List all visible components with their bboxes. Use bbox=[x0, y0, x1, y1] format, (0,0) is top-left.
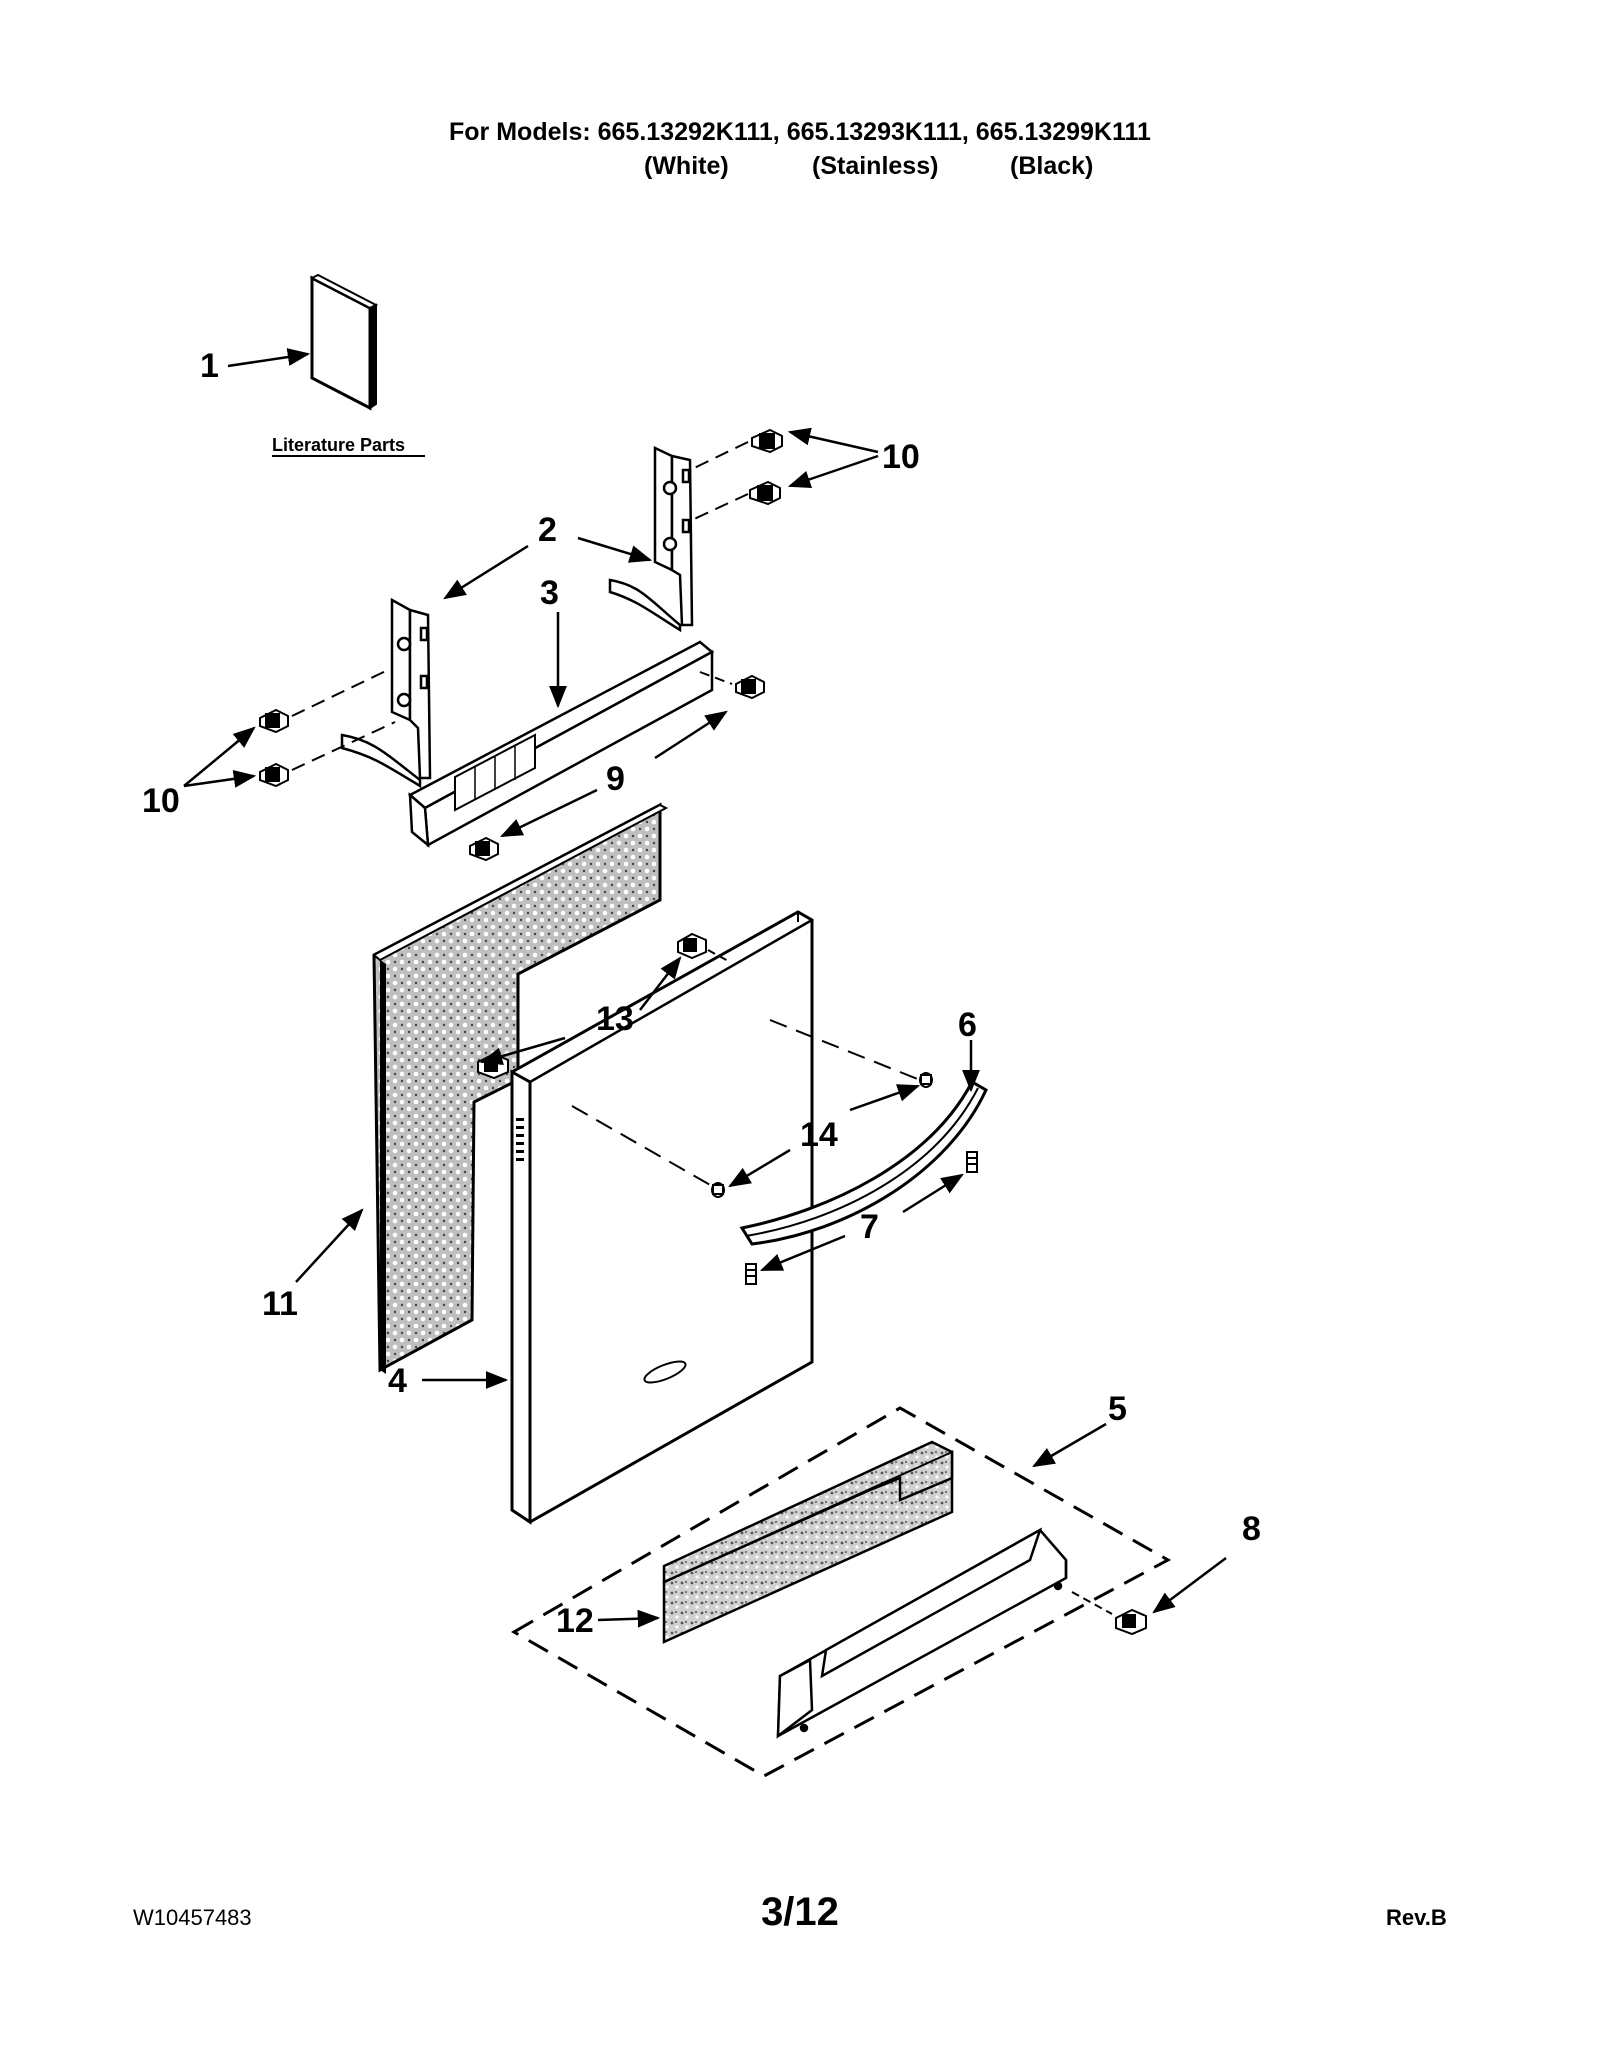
callout-6: 6 bbox=[958, 1006, 977, 1044]
callout-10-upper: 10 bbox=[882, 438, 920, 476]
left-side-bracket bbox=[340, 597, 432, 789]
screw-10-lower-2 bbox=[259, 762, 289, 788]
support-rail bbox=[407, 640, 715, 848]
handle-screw-right bbox=[966, 1151, 978, 1173]
door-handle bbox=[739, 1079, 988, 1246]
variant-white: (White) bbox=[644, 152, 729, 180]
screw-9-left bbox=[469, 836, 499, 862]
handle-stud-upper bbox=[919, 1072, 933, 1088]
right-side-bracket bbox=[608, 446, 694, 633]
callout-13: 13 bbox=[596, 1000, 634, 1038]
screw-10-lower-1 bbox=[259, 708, 289, 734]
callout-4: 4 bbox=[388, 1362, 407, 1400]
door-panel bbox=[510, 910, 814, 1525]
toe-kick-kit-outline bbox=[511, 1406, 1172, 1778]
variant-stainless: (Stainless) bbox=[812, 152, 939, 180]
door-screw-upper bbox=[677, 932, 707, 960]
callout-11: 11 bbox=[262, 1285, 298, 1323]
callout-10-lower: 10 bbox=[142, 782, 180, 820]
revision-label: Rev.B bbox=[1386, 1905, 1447, 1930]
variant-black: (Black) bbox=[1010, 152, 1094, 180]
literature-parts-label: Literature Parts bbox=[272, 435, 405, 455]
callout-12: 12 bbox=[556, 1602, 594, 1640]
toe-kick-panel bbox=[776, 1527, 1068, 1739]
literature-book bbox=[309, 273, 379, 411]
callout-9: 9 bbox=[606, 760, 625, 798]
toe-kick-foam bbox=[662, 1440, 954, 1644]
toe-kick-screw bbox=[1115, 1608, 1147, 1636]
document-number: W10457483 bbox=[133, 1905, 252, 1930]
callout-5: 5 bbox=[1108, 1390, 1127, 1428]
handle-screw-left bbox=[745, 1263, 757, 1285]
screw-10-upper-1 bbox=[751, 428, 783, 454]
callout-7: 7 bbox=[860, 1208, 879, 1246]
page-number: 3/12 bbox=[761, 1890, 839, 1934]
callout-8: 8 bbox=[1242, 1510, 1261, 1548]
callout-2: 2 bbox=[538, 511, 557, 549]
callout-3: 3 bbox=[540, 574, 559, 612]
handle-stud-lower bbox=[711, 1182, 725, 1198]
models-title: For Models: 665.13292K111, 665.13293K111… bbox=[449, 118, 1151, 146]
callout-1: 1 bbox=[200, 347, 219, 385]
callout-14: 14 bbox=[800, 1116, 838, 1154]
screw-9-right bbox=[735, 674, 765, 700]
screw-10-upper-2 bbox=[749, 480, 781, 506]
